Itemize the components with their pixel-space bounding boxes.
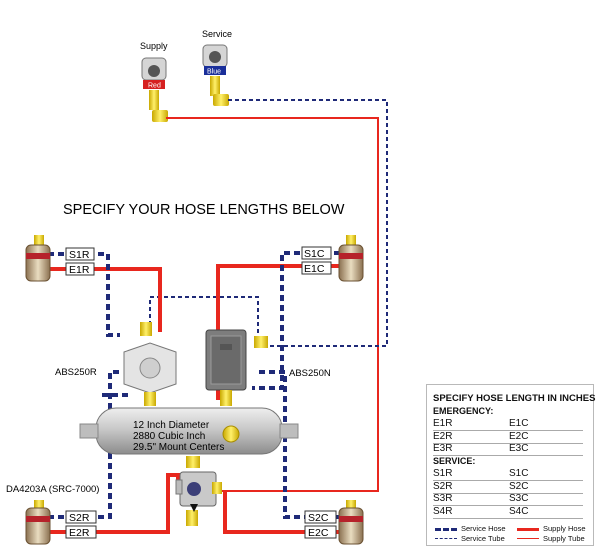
service-label: Service: [202, 29, 232, 39]
abs-right-label: ABS250N: [289, 368, 331, 379]
svg-text:E1C: E1C: [304, 263, 325, 275]
legend-cell: E3C: [509, 443, 529, 454]
hose-label-e2r: E2R: [65, 525, 97, 539]
legend-emergency-header: EMERGENCY:: [433, 406, 494, 416]
supply-tube: [166, 117, 379, 492]
hose-label-s2r: S2R: [65, 510, 97, 524]
air-tank: 12 Inch Diameter 2880 Cubic Inch 29.5" M…: [79, 407, 299, 455]
supply-gladhand: Supply Red: [140, 41, 168, 122]
diagram-title: SPECIFY YOUR HOSE LENGTHS BELOW: [63, 202, 345, 218]
abs-valve-right: [205, 329, 268, 406]
hose-length-legend: SPECIFY HOSE LENGTH IN INCHES EMERGENCY:…: [426, 384, 596, 546]
chamber-front-right: [338, 235, 364, 282]
hose-label-e2c: E2C: [304, 525, 337, 539]
supply-hose-swatch: [517, 528, 539, 531]
legend-title: SPECIFY HOSE LENGTH IN INCHES: [433, 393, 596, 404]
abs-valve-left: [123, 322, 177, 406]
hose-label-s2c: S2C: [304, 510, 337, 524]
legend-cell: S3R: [433, 493, 453, 504]
legend-rule: [433, 455, 583, 456]
hose-label-s1c: S1C: [301, 246, 332, 260]
chamber-rear-right: [338, 500, 364, 545]
tank-spec-2: 2880 Cubic Inch: [133, 431, 205, 442]
legend-cell: E2R: [433, 431, 453, 442]
svg-text:S1C: S1C: [304, 248, 325, 260]
legend-service-header: SERVICE:: [433, 456, 476, 466]
key-supply-tube: Supply Tube: [543, 534, 585, 543]
legend-cell: E2C: [509, 431, 529, 442]
svg-text:S2C: S2C: [308, 512, 329, 524]
tank-spec-1: 12 Inch Diameter: [133, 420, 210, 431]
svg-text:E1R: E1R: [69, 264, 90, 276]
legend-rule: [433, 430, 583, 431]
legend-cell: S1C: [509, 468, 529, 479]
hose-label-s1r: S1R: [65, 247, 95, 261]
service-hose-swatch: [435, 528, 457, 531]
legend-cell: E1R: [433, 418, 453, 429]
svg-text:S2R: S2R: [69, 512, 90, 524]
legend-cell: E1C: [509, 418, 529, 429]
chamber-rear-left: [25, 500, 51, 545]
key-service-hose: Service Hose: [461, 524, 506, 533]
hose-label-e1c: E1C: [301, 261, 332, 275]
service-gladhand: Service Blue: [202, 29, 232, 106]
key-service-tube: Service Tube: [461, 534, 505, 543]
key-supply-hose: Supply Hose: [543, 524, 586, 533]
supply-tag: Red: [148, 83, 161, 90]
service-tube-swatch: [435, 538, 457, 539]
legend-cell: S3C: [509, 493, 529, 504]
svg-text:S1R: S1R: [69, 249, 90, 261]
svg-text:E2R: E2R: [69, 527, 90, 539]
legend-rule: [433, 505, 583, 506]
legend-cell: S2C: [509, 481, 529, 492]
legend-cell: E3R: [433, 443, 453, 454]
legend-rule: [433, 493, 583, 494]
supply-label: Supply: [140, 41, 168, 51]
legend-cell: S1R: [433, 468, 453, 479]
legend-cell: S2R: [433, 481, 453, 492]
abs-left-label: ABS250R: [55, 367, 97, 378]
legend-rule: [433, 443, 583, 444]
relay-valve: [175, 456, 222, 526]
supply-tube-swatch: [517, 538, 539, 539]
legend-rule: [433, 518, 583, 519]
legend-rule: [433, 480, 583, 481]
chamber-front-left: [25, 235, 51, 282]
service-tag: Blue: [207, 69, 221, 76]
tank-spec-3: 29.5" Mount Centers: [133, 442, 224, 453]
legend-cell: S4C: [509, 506, 529, 517]
service-tube: [149, 99, 388, 347]
svg-text:E2C: E2C: [308, 527, 329, 539]
hose-label-e1r: E1R: [65, 262, 95, 276]
legend-cell: S4R: [433, 506, 453, 517]
valve-label: DA4203A (SRC-7000): [6, 484, 99, 495]
